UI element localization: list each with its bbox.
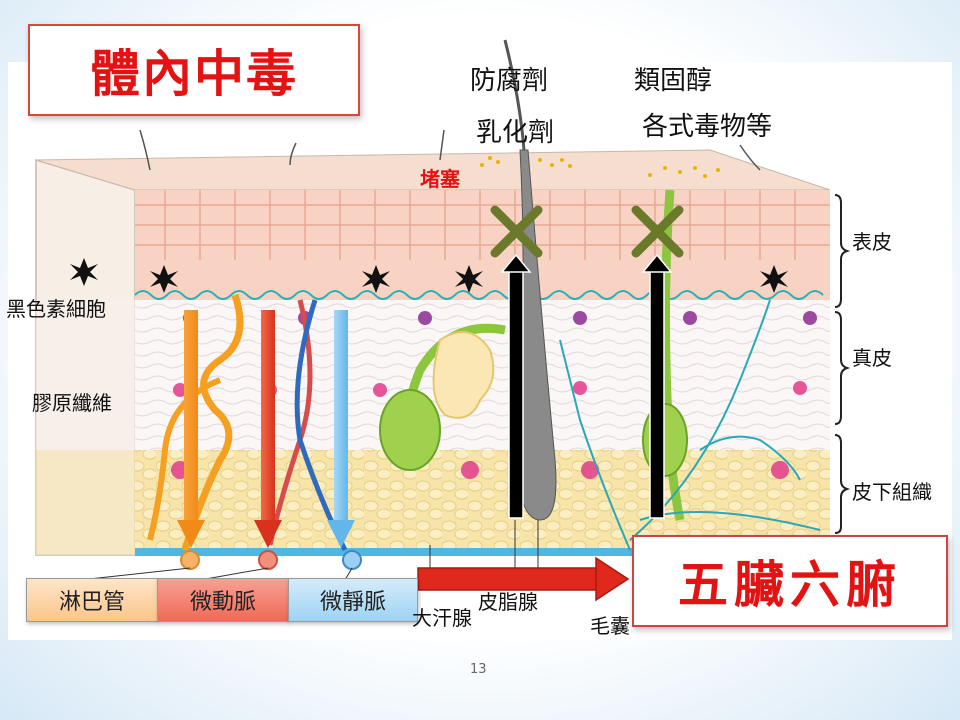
blocked-arrow-sweat — [641, 253, 673, 519]
fat-blob — [432, 331, 495, 419]
vein-label-box: 微靜脈 — [288, 578, 418, 622]
lymph-node — [180, 550, 200, 570]
block-x-sweat — [631, 205, 684, 258]
label-blocked: 堵塞 — [420, 167, 460, 191]
lymph-label-box: 淋巴管 — [26, 578, 158, 622]
artery-node — [258, 550, 278, 570]
label-follicle: 毛囊 — [590, 614, 630, 638]
hair-shaft — [503, 39, 526, 151]
organs-box: 五臟六腑 — [632, 535, 948, 627]
lymph-arrow — [177, 310, 205, 548]
blocked-arrow-follicle — [500, 253, 532, 519]
label-toxins: 各式毒物等 — [642, 112, 773, 142]
pore-dots — [480, 156, 720, 178]
sebaceous-gland — [379, 389, 441, 471]
label-steroid: 類固醇 — [634, 66, 713, 96]
artery-label-box: 微動脈 — [157, 578, 289, 622]
vein-branch — [294, 299, 348, 552]
label-preservative: 防腐劑 — [470, 66, 549, 96]
lymph-network — [181, 293, 244, 552]
block-x-follicle — [490, 205, 543, 258]
surface-hairs — [139, 129, 761, 171]
side-dermis — [36, 300, 135, 450]
slide-title: 體內中毒 — [28, 24, 360, 116]
label-sweat-gland: 大汗腺 — [412, 606, 472, 630]
layer-braces — [834, 194, 851, 534]
label-sebaceous: 皮脂腺 — [478, 590, 538, 614]
page-number: 13 — [470, 662, 487, 677]
label-emulsifier: 乳化劑 — [476, 118, 555, 148]
artery-arrow — [254, 310, 282, 548]
label-melanocyte: 黑色素細胞 — [6, 297, 106, 321]
label-subcutaneous: 皮下組織 — [852, 480, 932, 504]
basement-membrane — [134, 290, 824, 300]
vein-arrow — [327, 310, 355, 548]
label-dermis: 真皮 — [852, 346, 892, 370]
side-fat — [36, 450, 135, 555]
label-epidermis: 表皮 — [852, 230, 892, 254]
melanocyte-stars — [70, 258, 788, 293]
sweat-duct — [660, 189, 685, 521]
vein-node — [342, 550, 362, 570]
label-collagen: 膠原纖維 — [32, 391, 112, 415]
bottom-vessel-channel — [135, 548, 635, 556]
organ-arrow — [417, 556, 630, 602]
epidermis-cells — [135, 190, 830, 260]
